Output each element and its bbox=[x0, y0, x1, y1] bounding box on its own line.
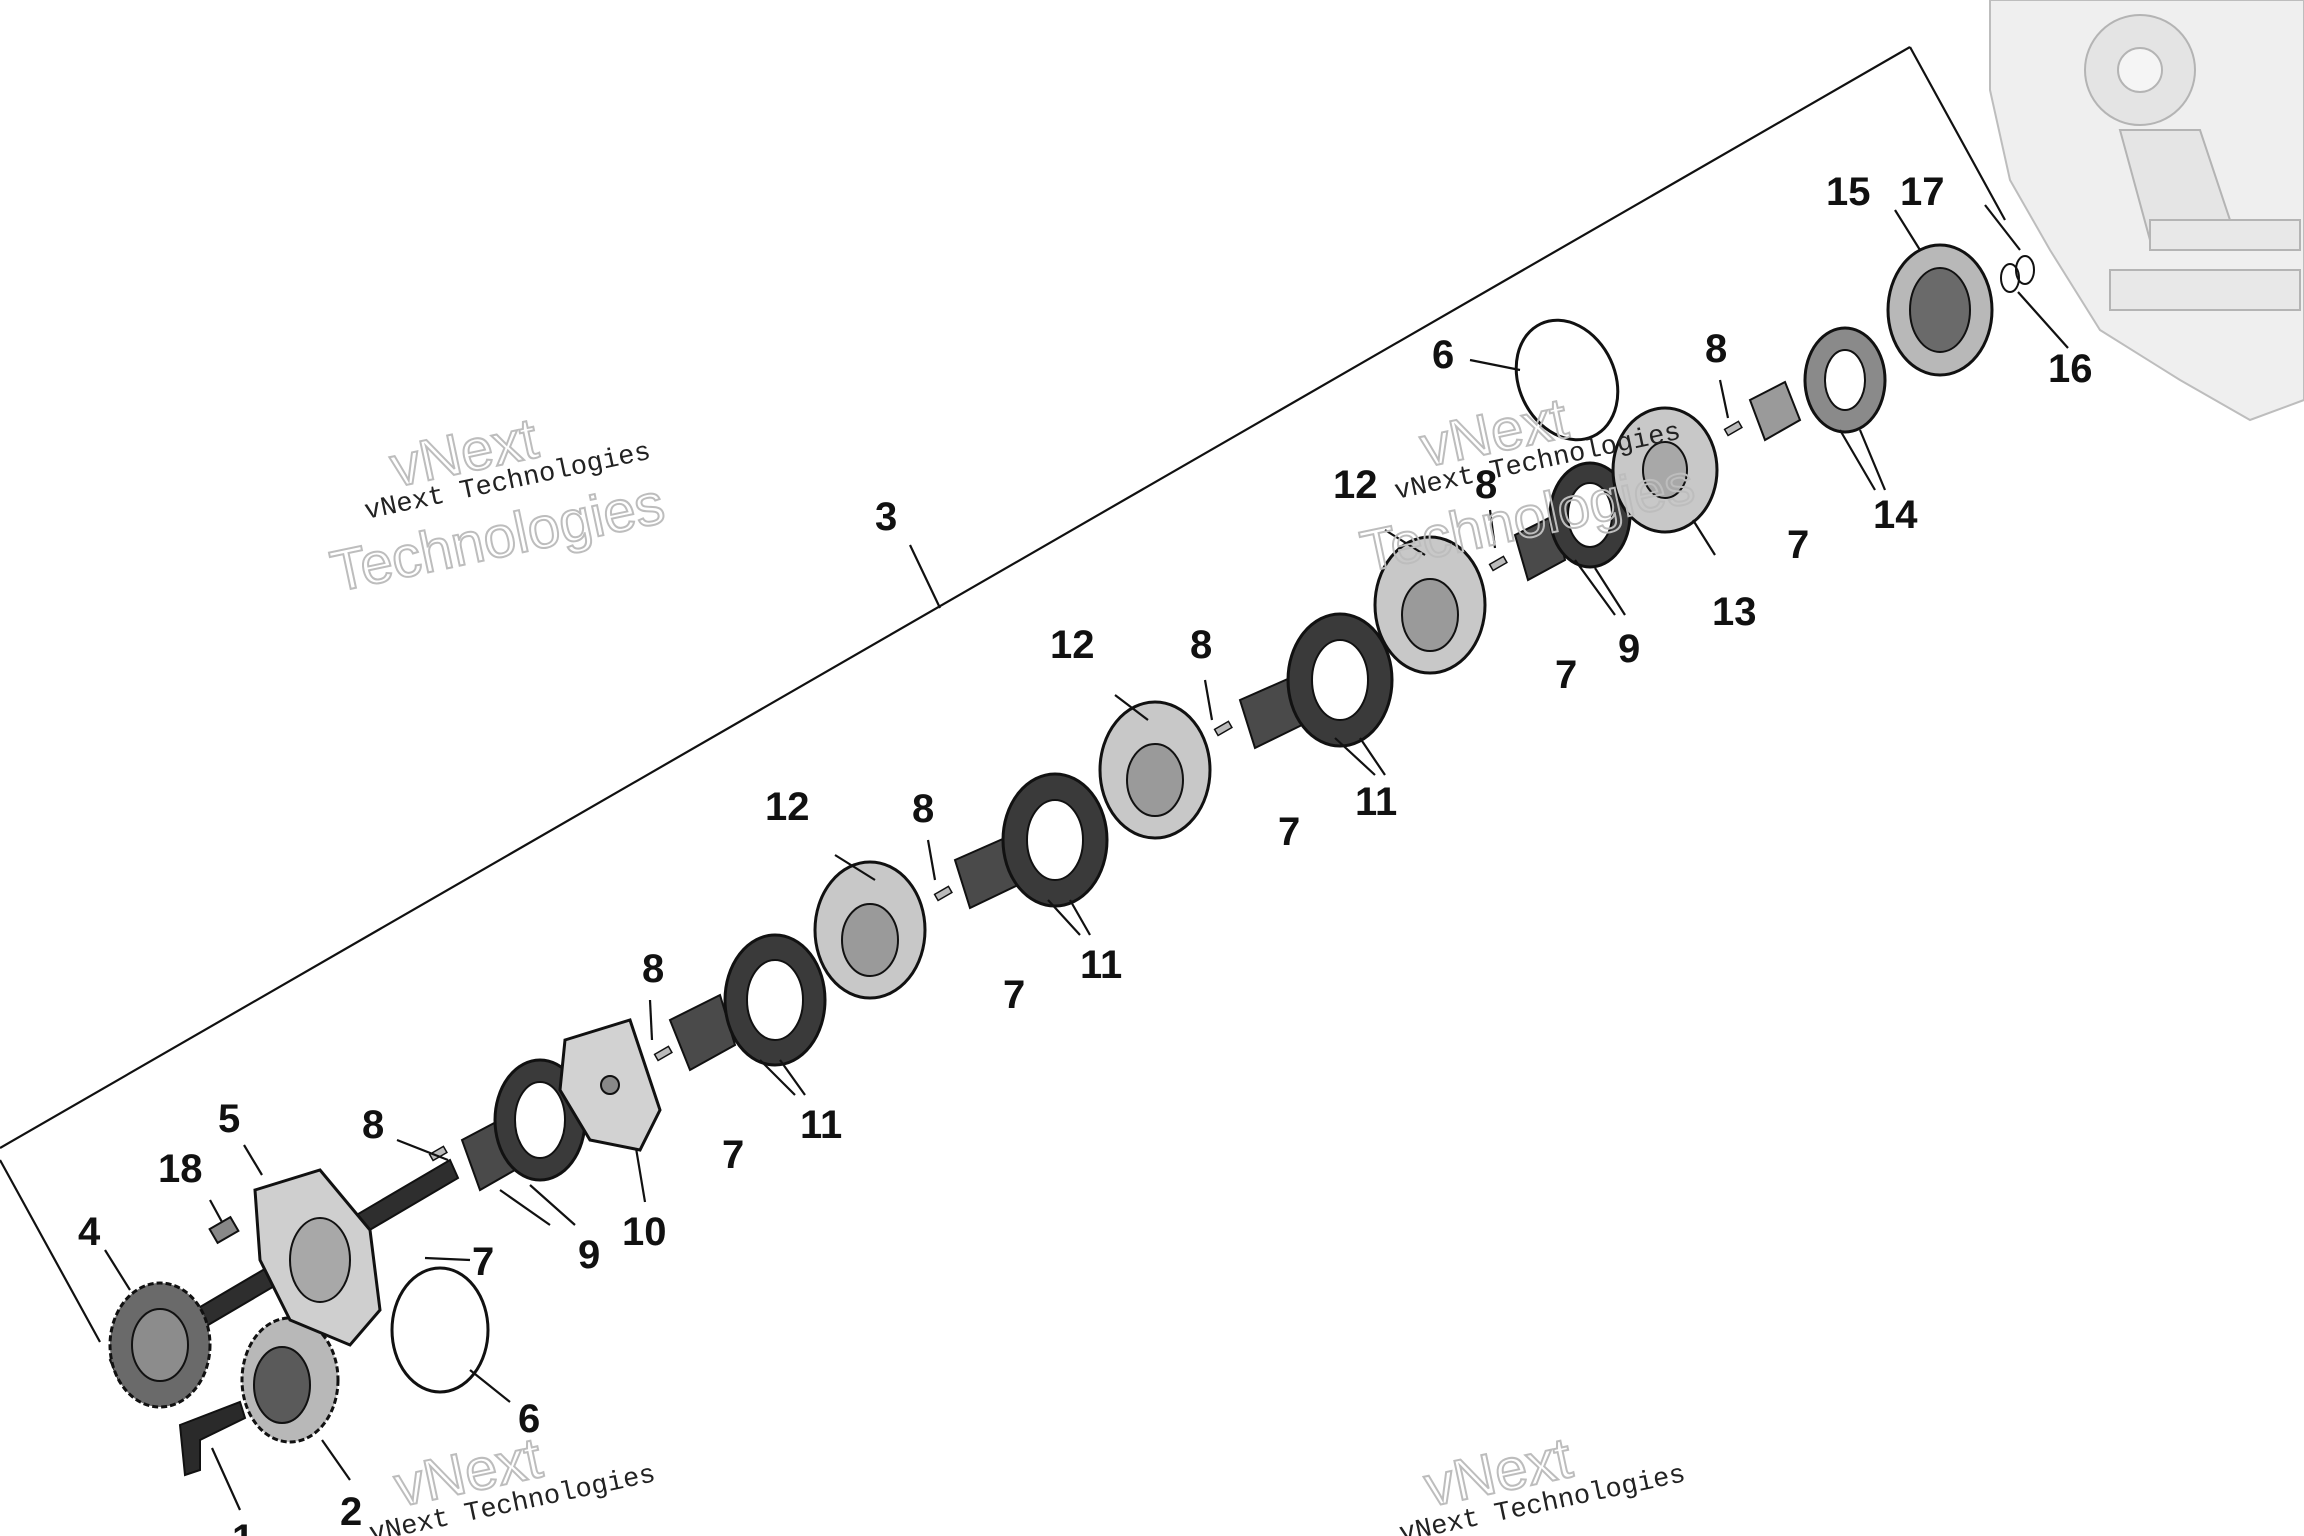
pump-housing-10 bbox=[558, 1018, 662, 1152]
callout-8-b: 8 bbox=[642, 947, 664, 991]
callouts: 1 2 3 4 5 6 6 7 7 7 7 7 7 8 8 8 8 8 8 9 … bbox=[78, 170, 2093, 1536]
watermark-top-left: vNext vNext Technologies Technologies bbox=[324, 405, 671, 606]
outer-ring bbox=[1886, 243, 1994, 377]
small-o-rings bbox=[2000, 255, 2035, 293]
rotor-set-6 bbox=[1723, 326, 1887, 442]
callout-3: 3 bbox=[875, 495, 897, 539]
callout-15: 15 bbox=[1826, 170, 1871, 214]
assembly-bracket bbox=[0, 46, 2006, 1343]
pump-cover bbox=[253, 1168, 382, 1347]
rotor-set-3 bbox=[933, 772, 1109, 910]
callout-11-b: 11 bbox=[1080, 943, 1122, 987]
callout-11-a: 11 bbox=[800, 1103, 842, 1147]
callout-11-c: 11 bbox=[1355, 780, 1397, 824]
callout-7-b: 7 bbox=[722, 1133, 744, 1177]
drive-gear bbox=[108, 1281, 212, 1409]
rotor-set-1 bbox=[428, 1058, 587, 1192]
callout-7-f: 7 bbox=[1787, 523, 1809, 567]
callout-7-e: 7 bbox=[1555, 653, 1577, 697]
callout-8-c: 8 bbox=[912, 787, 934, 831]
idler-gear bbox=[240, 1316, 340, 1444]
callout-8-d: 8 bbox=[1190, 623, 1212, 667]
o-ring-upper bbox=[1514, 318, 1620, 442]
callout-17: 17 bbox=[1900, 170, 1945, 214]
callout-12-c: 12 bbox=[1333, 463, 1378, 507]
callout-13: 13 bbox=[1712, 590, 1757, 634]
callout-9-lower: 9 bbox=[578, 1233, 600, 1277]
rotor-set-4 bbox=[1213, 612, 1394, 750]
callout-7-c: 7 bbox=[1003, 973, 1025, 1017]
callout-12-b: 12 bbox=[1050, 623, 1095, 667]
callout-14: 14 bbox=[1873, 493, 1918, 537]
pump-housing-12-c bbox=[1373, 535, 1487, 675]
callout-6-upper: 6 bbox=[1432, 333, 1454, 377]
callout-2: 2 bbox=[340, 1490, 362, 1534]
leader-lines bbox=[104, 204, 2069, 1511]
watermark-bottom-left: vNext vNext Technologies bbox=[367, 1424, 659, 1536]
callout-16: 16 bbox=[2048, 347, 2093, 391]
bolt bbox=[178, 1400, 247, 1477]
callout-6-lower: 6 bbox=[518, 1397, 540, 1441]
callout-18: 18 bbox=[158, 1147, 203, 1191]
callout-9-upper: 9 bbox=[1618, 627, 1640, 671]
rotor-set-2 bbox=[653, 933, 827, 1072]
callout-10: 10 bbox=[622, 1210, 667, 1254]
callout-4: 4 bbox=[78, 1210, 101, 1254]
pump-housing-13 bbox=[1611, 406, 1719, 534]
callout-8-a: 8 bbox=[362, 1103, 384, 1147]
callout-7-a: 7 bbox=[472, 1240, 494, 1284]
rotor-set-5 bbox=[1488, 461, 1632, 582]
pump-housing-12-b bbox=[1098, 700, 1212, 840]
watermark-top-right: vNext vNext Technologies Technologies bbox=[1354, 385, 1701, 586]
pump-housing-12-a bbox=[813, 860, 927, 1000]
callout-1: 1 bbox=[232, 1517, 254, 1536]
callout-5: 5 bbox=[218, 1097, 240, 1141]
screw bbox=[208, 1215, 240, 1245]
callout-8-e: 8 bbox=[1475, 463, 1497, 507]
watermark-bottom-right: vNext vNext Technologies bbox=[1397, 1424, 1689, 1536]
callout-12-a: 12 bbox=[765, 785, 810, 829]
callout-7-d: 7 bbox=[1278, 810, 1300, 854]
callout-8-f: 8 bbox=[1705, 327, 1727, 371]
o-ring-lower bbox=[390, 1266, 490, 1394]
engine-case bbox=[1989, 0, 2304, 422]
